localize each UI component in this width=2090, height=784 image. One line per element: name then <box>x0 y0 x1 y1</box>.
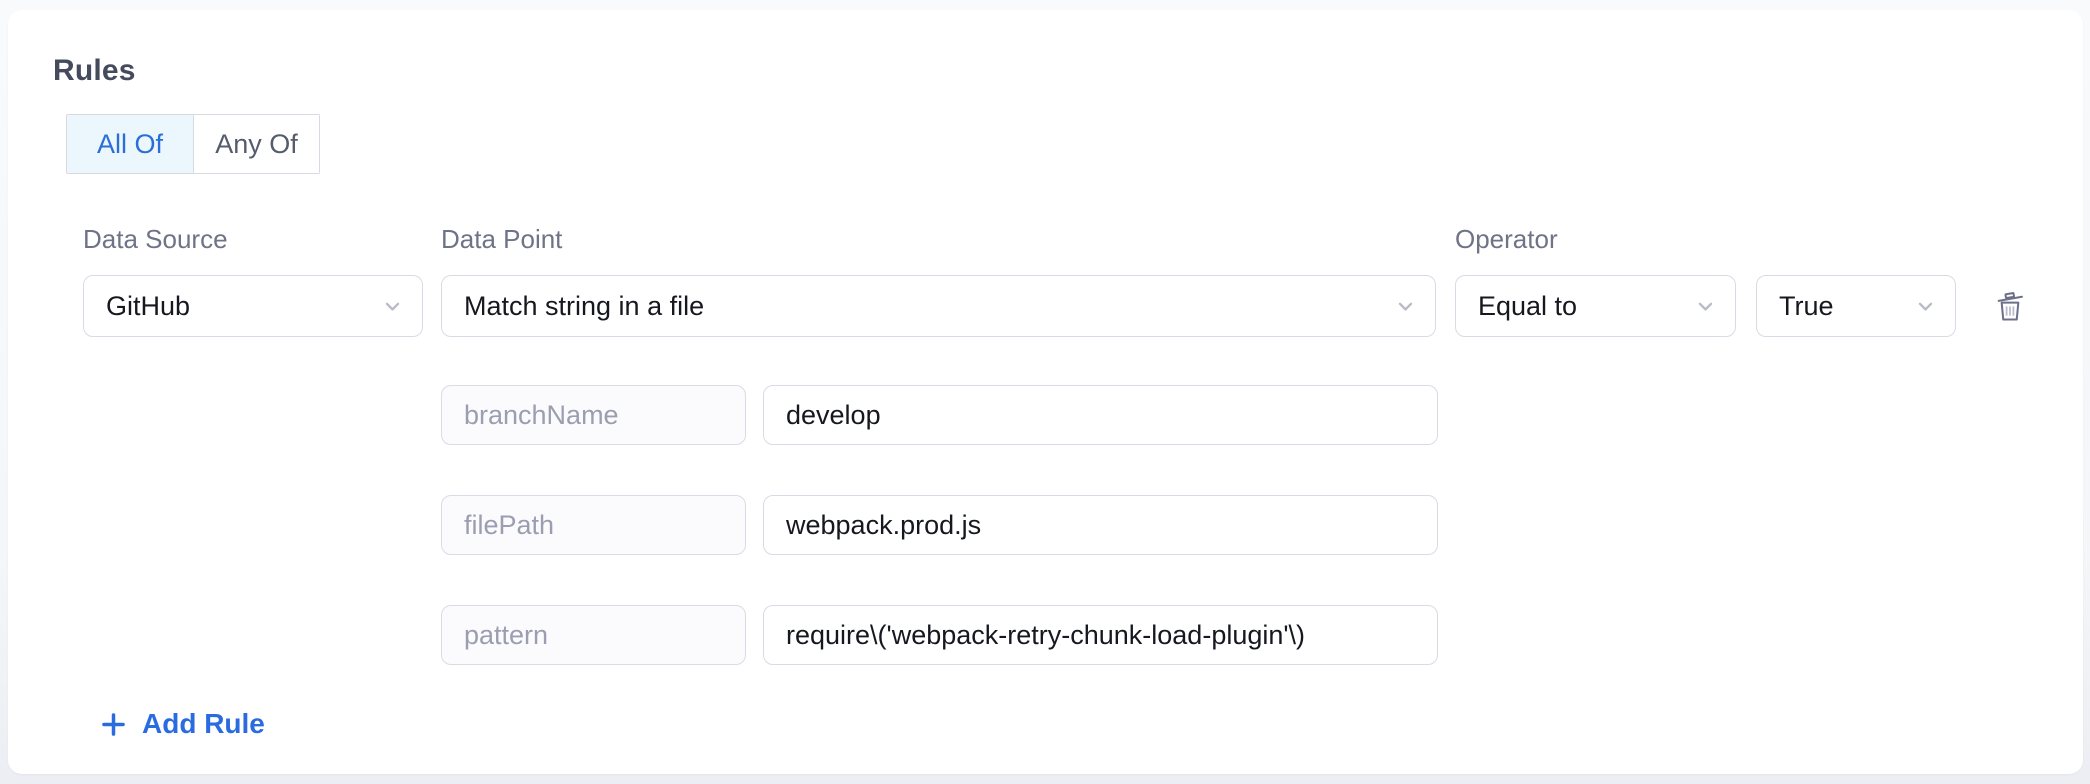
trash-icon <box>1992 287 2028 325</box>
mode-all-of-button[interactable]: All Of <box>67 115 193 173</box>
chevron-down-icon <box>1694 295 1717 318</box>
data-point-value: Match string in a file <box>464 290 705 321</box>
operator-value: Equal to <box>1478 290 1578 321</box>
delete-rule-button[interactable] <box>1986 282 2034 330</box>
param-name-filepath <box>441 495 746 555</box>
data-source-value: GitHub <box>106 290 191 321</box>
chevron-down-icon <box>1394 295 1417 318</box>
rules-card: Rules All Of Any Of Data Source Data Poi… <box>8 10 2083 774</box>
operator-label: Operator <box>1455 224 1558 254</box>
param-value-branchname-input[interactable] <box>763 385 1438 445</box>
data-point-label: Data Point <box>441 224 563 254</box>
mode-all-of-label: All Of <box>96 128 163 159</box>
add-rule-button[interactable]: Add Rule <box>100 704 265 744</box>
rules-heading: Rules <box>53 54 136 87</box>
plus-icon <box>100 711 127 738</box>
data-point-select[interactable]: Match string in a file <box>441 275 1436 337</box>
data-source-select[interactable]: GitHub <box>83 275 423 337</box>
param-value-filepath-input[interactable] <box>763 495 1438 555</box>
mode-any-of-label: Any Of <box>215 128 298 159</box>
expected-value-select[interactable]: True <box>1756 275 1956 337</box>
mode-any-of-button[interactable]: Any Of <box>193 115 319 173</box>
param-name-pattern <box>441 605 746 665</box>
match-mode-toggle: All Of Any Of <box>66 114 320 174</box>
data-source-label: Data Source <box>83 224 228 254</box>
chevron-down-icon <box>381 295 404 318</box>
expected-value: True <box>1779 290 1834 321</box>
param-value-pattern-input[interactable] <box>763 605 1438 665</box>
operator-select[interactable]: Equal to <box>1455 275 1736 337</box>
param-name-branchname <box>441 385 746 445</box>
chevron-down-icon <box>1914 295 1937 318</box>
add-rule-label: Add Rule <box>142 708 265 739</box>
